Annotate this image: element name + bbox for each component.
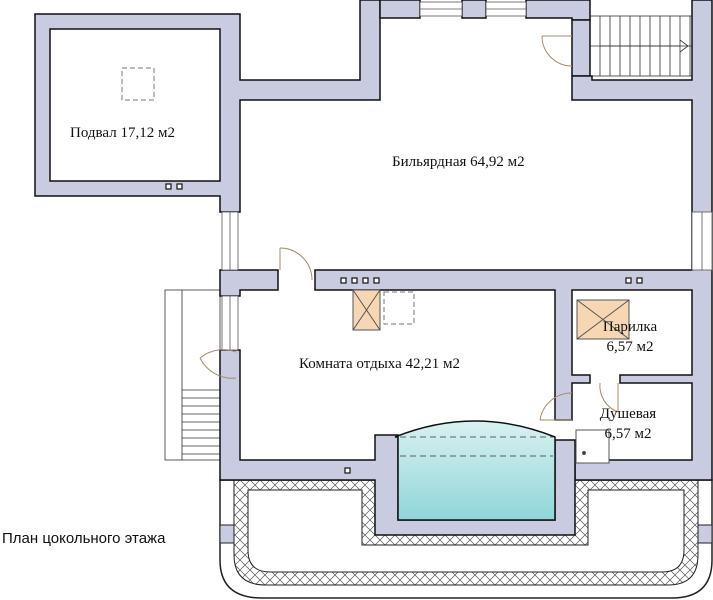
- shower-tray-icon: [575, 429, 610, 464]
- room-label-lounge: Комната отдыха 42,21 м2: [299, 354, 460, 374]
- terrace: [219, 479, 713, 599]
- room-area: 17,12 м2: [120, 125, 175, 141]
- room-name: Душевая: [599, 406, 657, 422]
- vents: [165, 183, 643, 474]
- room-label-basement: Подвал 17,12 м2: [70, 123, 175, 143]
- pool: [394, 420, 556, 521]
- hatch-opening-icon: [383, 291, 415, 325]
- plan-caption: План цокольного этажа: [2, 530, 166, 547]
- room-name: Комната отдыха: [299, 356, 402, 372]
- doors: [199, 35, 619, 421]
- room-label-billiard: Бильярдная 64,92 м2: [392, 152, 525, 172]
- room-name: Парилка: [602, 319, 658, 335]
- room-name: Бильярдная: [392, 154, 467, 170]
- hatch-opening-icon: [121, 67, 155, 101]
- stairs-left: [164, 289, 221, 461]
- room-area: 6,57 м2: [604, 426, 652, 442]
- room-area: 6,57 м2: [606, 339, 654, 355]
- room-area: 42,21 м2: [405, 356, 461, 372]
- room-name: Подвал: [70, 125, 117, 141]
- windows: [221, 1, 713, 351]
- room-area: 64,92 м2: [470, 154, 525, 170]
- stairs-top-right: [589, 15, 693, 77]
- walls: [34, 0, 713, 536]
- room-label-shower: Душевая 6,57 м2: [583, 404, 673, 444]
- room-label-sauna: Парилка 6,57 м2: [585, 317, 675, 357]
- stove-icon: [352, 289, 630, 340]
